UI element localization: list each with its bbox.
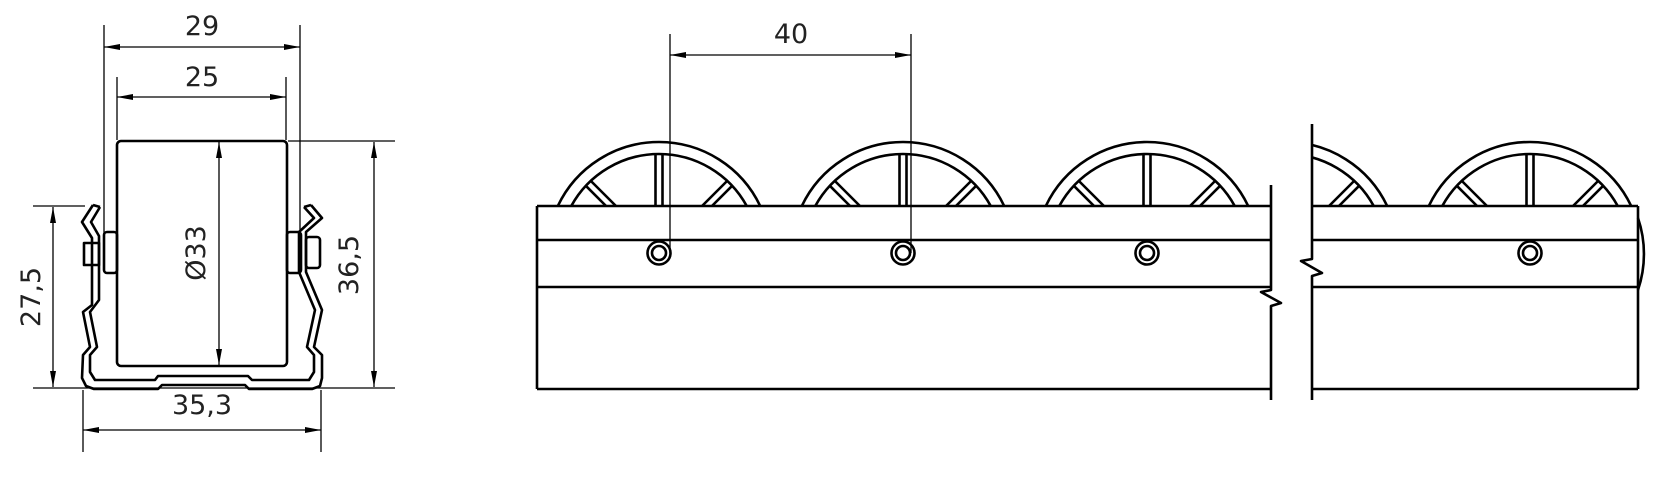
wheel-spoke <box>1077 179 1105 207</box>
wheel-spoke <box>1328 179 1356 207</box>
wheel-rim-outer <box>1427 140 1633 207</box>
rail-right-segment <box>1299 124 1646 400</box>
wheel-spoke <box>1199 184 1222 207</box>
axle-stud-left <box>102 230 119 275</box>
wheel-spoke <box>945 179 973 207</box>
roller-wheel <box>1427 140 1633 207</box>
wheel-spoke <box>1338 184 1361 207</box>
wheel-spoke <box>1460 179 1488 207</box>
wheel-spoke <box>711 184 734 207</box>
wheel-rim-inner <box>1441 152 1619 207</box>
bolt-outer <box>890 240 916 266</box>
channel-profile-outer <box>80 204 324 391</box>
wheel-spoke <box>701 179 729 207</box>
axle-bolt <box>646 240 672 266</box>
wheels-right-segment <box>1218 140 1633 207</box>
roller-wheel <box>800 140 1006 207</box>
wheel-rim-inner <box>1058 152 1236 207</box>
wheel-rim-outer <box>1312 143 1389 207</box>
dimension-label-35-3: 35,3 <box>172 390 232 421</box>
roller-wheel <box>1044 140 1250 207</box>
wheel-rim-outer <box>800 140 1006 207</box>
dimension-label-27-5: 27,5 <box>16 267 47 327</box>
end-view: 29 25 Ø33 36,5 27,5 35,3 <box>16 11 395 452</box>
rail-left-segment <box>535 185 1283 400</box>
wheel-spoke <box>589 179 617 207</box>
axle-bolt <box>890 240 916 266</box>
wheel-rim-outer <box>556 140 762 207</box>
bolt-inner <box>650 244 668 262</box>
dimension-label-25: 25 <box>185 62 219 93</box>
axle-bolt <box>1134 240 1160 266</box>
wheel-spoke <box>1582 184 1605 207</box>
bolt-outer <box>1517 240 1543 266</box>
wheel-spoke <box>584 184 607 207</box>
axle-bolts <box>646 240 1543 266</box>
wheel-rim-inner <box>814 152 992 207</box>
wheel-spoke <box>1572 179 1600 207</box>
bolt-inner <box>894 244 912 262</box>
bolt-inner <box>1521 244 1539 262</box>
axle-tab-right <box>304 235 322 270</box>
roller-wheel <box>1218 143 1389 207</box>
wheel-spoke <box>1218 181 1243 206</box>
channel-profile-inner <box>88 206 317 382</box>
dimension-label-29: 29 <box>185 11 219 42</box>
wheel-spoke <box>1072 184 1095 207</box>
wheel-spoke <box>955 184 978 207</box>
wheel-rim-overhang <box>1636 217 1646 291</box>
wheels-left-segment <box>556 140 1250 207</box>
dimension-label-diameter: Ø33 <box>181 225 212 281</box>
axle-bolt <box>1517 240 1543 266</box>
roller-wheel <box>556 140 762 207</box>
wheel-rim-inner <box>570 152 748 207</box>
wheel-spoke <box>1455 184 1478 207</box>
break-line-left <box>1259 185 1283 400</box>
break-line-right <box>1299 124 1324 400</box>
axle-tab-left <box>82 241 101 267</box>
bolt-outer <box>1134 240 1160 266</box>
wheel-rim-inner <box>1312 156 1375 207</box>
wheel-spoke <box>828 184 851 207</box>
bolt-inner <box>1138 244 1156 262</box>
wheel-rim-outer <box>1044 140 1250 207</box>
channel-lip-right <box>303 203 312 209</box>
wheel-spoke <box>1189 179 1217 207</box>
wheel-spoke <box>833 179 861 207</box>
channel-lip-left <box>92 203 101 209</box>
dimension-label-36-5: 36,5 <box>334 235 365 295</box>
axle-stud-right <box>285 230 303 275</box>
side-view: 40 <box>535 19 1646 400</box>
dimension-label-40: 40 <box>774 19 808 50</box>
